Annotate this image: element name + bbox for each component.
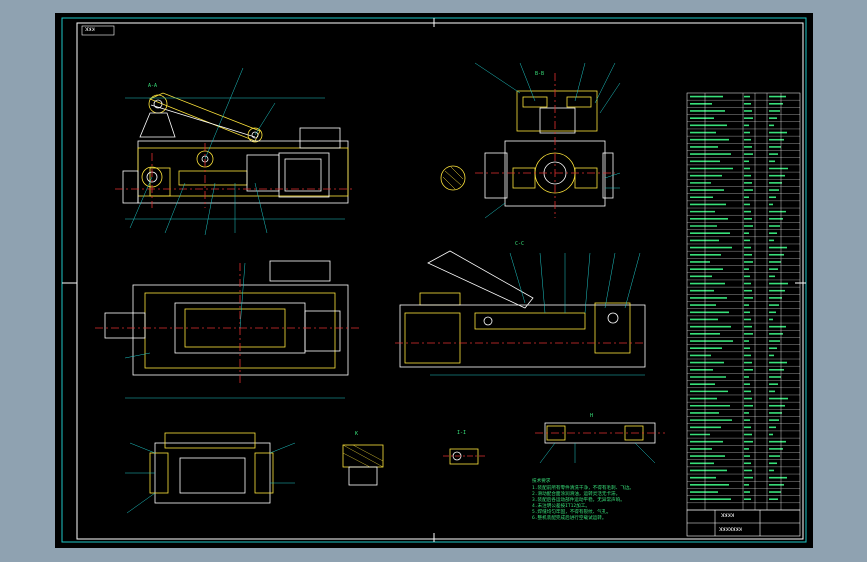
plan-view (95, 260, 360, 399)
side-view (440, 62, 621, 219)
title-block-name: ꓘꓘꓘꓘ (721, 513, 735, 519)
tech-requirement-2: 2.滑动配合面涂润滑油，运转灵活无卡滞。 (532, 492, 621, 497)
tech-requirement-3: 3.装配后各运动部件运动平稳，无异常声响。 (532, 498, 625, 503)
drawing-sheet: ꓘꓘꓘ A-A B-B C-C I-I K H 技术要求 1.装配前所有零件清洗… (55, 13, 813, 548)
section-label-c: C-C (515, 241, 525, 247)
title-block-drawing-no: ꓘꓘꓘꓘꓘꓘꓘ (719, 527, 742, 533)
section-label-e: K (355, 431, 359, 437)
tech-requirement-1: 1.装配前所有零件清洗干净，不得有毛刺、飞边。 (532, 486, 635, 491)
detail-view-a (125, 432, 296, 514)
detail-view-c (443, 448, 485, 465)
assembly-drawing (61, 17, 807, 543)
detail-view-d (535, 422, 665, 464)
parts-list (686, 92, 801, 511)
section-view (395, 250, 646, 376)
tech-requirements-title: 技术要求 (532, 479, 551, 484)
title-block (686, 509, 801, 537)
front-view (115, 67, 355, 236)
section-label-f: H (590, 413, 594, 419)
tech-requirement-6: 6.整机装配完成后进行空载试运转。 (532, 516, 607, 521)
tech-requirement-5: 5.焊缝均匀牢固，不得有裂纹、气孔。 (532, 510, 612, 515)
detail-view-b (342, 444, 384, 486)
section-label-d: I-I (457, 430, 467, 436)
tech-requirement-4: 4.未注明公差按IT12加工。 (532, 504, 590, 509)
corner-tag: ꓘꓘꓘ (85, 27, 95, 33)
section-label-a: A-A (148, 83, 158, 89)
inner-frame (76, 22, 804, 540)
section-label-b: B-B (535, 71, 545, 77)
